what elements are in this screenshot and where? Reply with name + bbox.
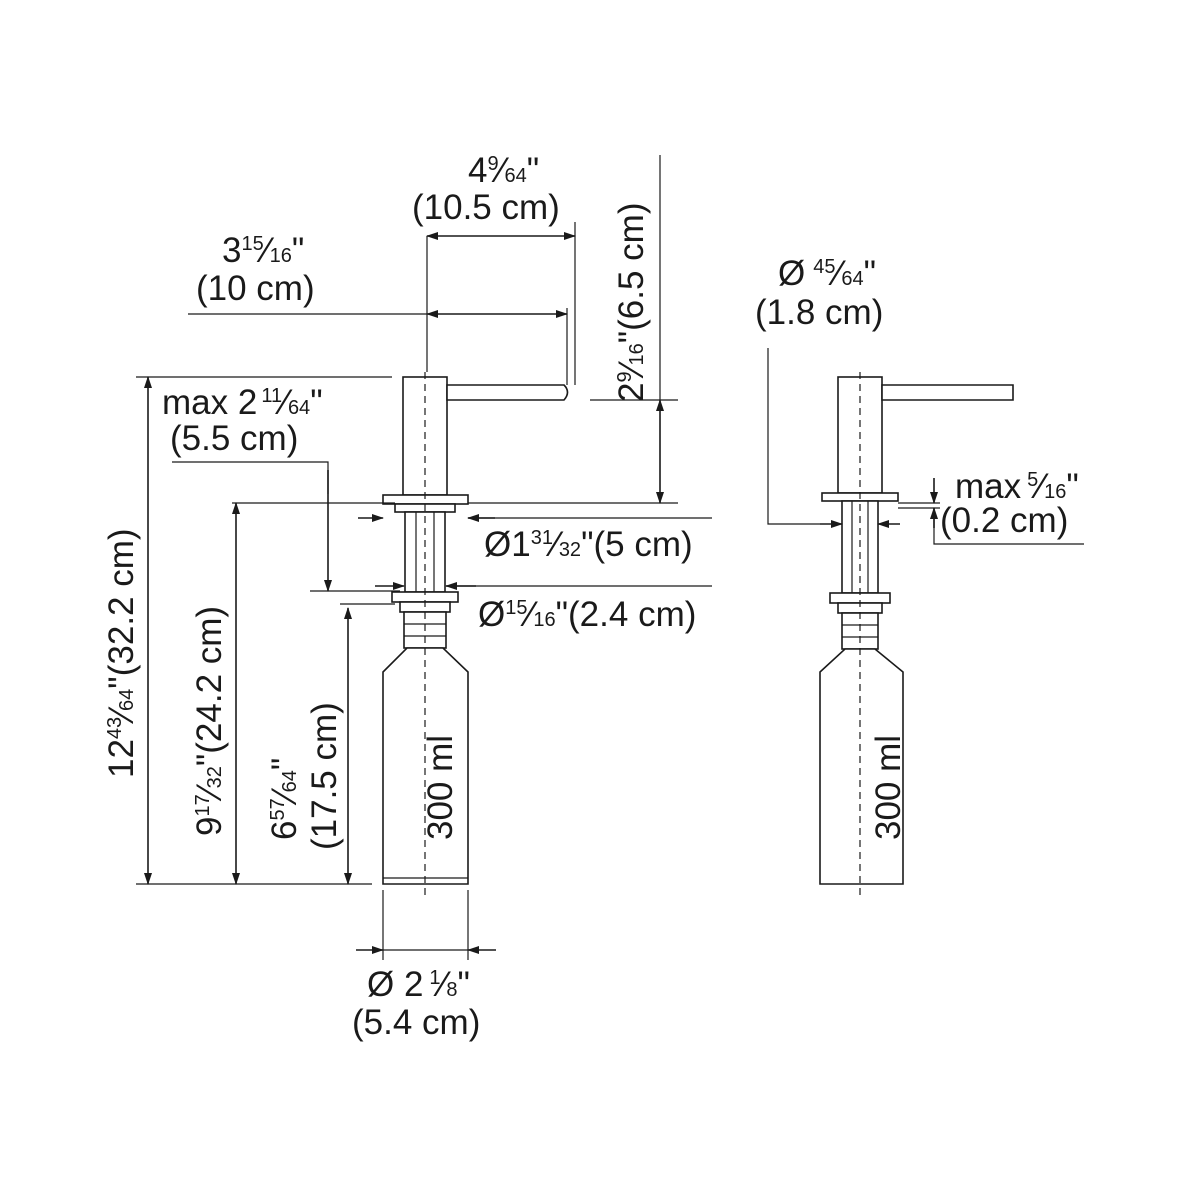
spout-to-axis-metric: (10 cm) xyxy=(196,269,315,308)
spout-right xyxy=(881,384,1014,401)
spout-to-axis-inch: 315⁄16" xyxy=(222,231,304,270)
shank-dia-label: Ø15⁄16"(2.4 cm) xyxy=(478,595,696,634)
left-dispenser: 300 ml xyxy=(382,372,569,896)
bottle-volume-label-right: 300 ml xyxy=(869,735,908,840)
bottle-height-metric: (17.5 cm) xyxy=(305,702,344,850)
total-height-label: 1243⁄64"(32.2 cm) xyxy=(102,528,141,778)
dim-flange-dia: Ø131⁄32"(5 cm) xyxy=(232,502,712,564)
spout xyxy=(446,384,569,401)
flange-dia-label: Ø131⁄32"(5 cm) xyxy=(484,525,693,564)
dim-shank-dia: Ø15⁄16"(2.4 cm) xyxy=(375,582,712,634)
bottle-dia-metric: (5.4 cm) xyxy=(352,1003,480,1042)
max-deck-metric: (5.5 cm) xyxy=(170,419,298,458)
max-thick-metric: (0.2 cm) xyxy=(940,501,1068,540)
bottle xyxy=(382,647,469,885)
dim-bottle-height: 657⁄64" (17.5 cm) xyxy=(265,603,395,885)
dim-spout-reach: 49⁄64" (10.5 cm) xyxy=(412,151,576,385)
dim-spout-height: 29⁄16"(6.5 cm) xyxy=(468,155,678,504)
below-deck-label: 917⁄32"(24.2 cm) xyxy=(190,606,229,836)
dim-total-height: 1243⁄64"(32.2 cm) xyxy=(102,376,392,885)
spout-reach-metric: (10.5 cm) xyxy=(412,188,560,227)
spout-reach-inch: 49⁄64" xyxy=(468,151,539,190)
dim-spout-to-axis: 315⁄16" (10 cm) xyxy=(188,231,568,385)
hole-dia-metric: (1.8 cm) xyxy=(755,293,883,332)
spout-height-label: 29⁄16"(6.5 cm) xyxy=(612,203,651,403)
right-dispenser: 300 ml xyxy=(819,372,1014,896)
bottle-volume-label: 300 ml xyxy=(421,735,460,840)
bottle-right xyxy=(819,648,904,885)
bottle-height-inch: 657⁄64" xyxy=(265,758,304,840)
dim-below-deck: 917⁄32"(24.2 cm) xyxy=(190,502,240,885)
